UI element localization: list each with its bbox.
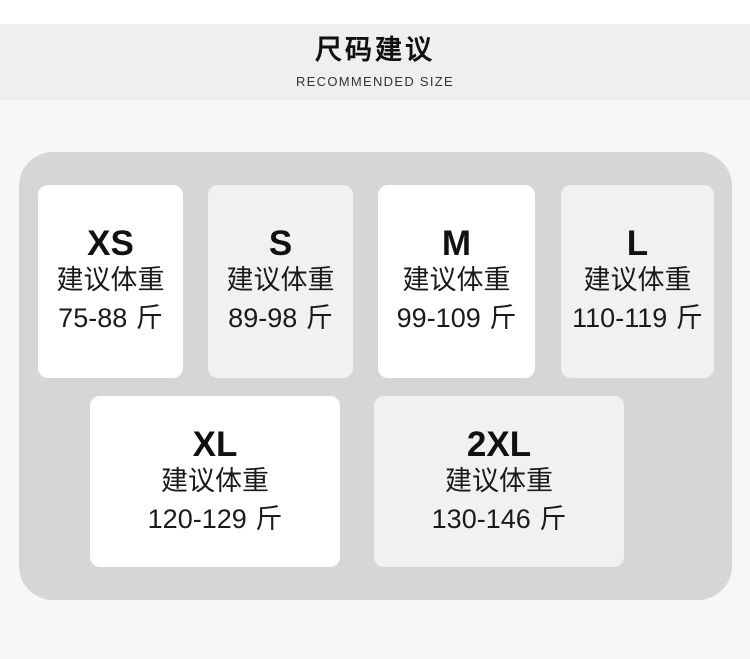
header-band [0, 24, 750, 100]
size-card-xl: XL 建议体重 120-129 斤 [90, 396, 340, 567]
weight-caption: 建议体重 [583, 265, 692, 296]
weight-range-value: 75-88 [58, 303, 128, 333]
weight-unit: 斤 [489, 303, 517, 334]
weight-range: 99-109 斤 [378, 299, 535, 338]
weight-caption: 建议体重 [402, 265, 511, 296]
weight-range: 75-88 斤 [38, 299, 183, 338]
size-card-s: S 建议体重 89-98 斤 [208, 185, 353, 378]
weight-unit: 斤 [135, 303, 163, 334]
page-subtitle: RECOMMENDED SIZE [295, 74, 455, 89]
weight-range: 110-119 斤 [561, 299, 714, 338]
size-label: S [268, 224, 293, 263]
weight-caption: 建议体重 [445, 466, 553, 497]
weight-caption: 建议体重 [56, 265, 165, 296]
size-label: XS [87, 224, 134, 263]
size-label: 2XL [466, 425, 532, 464]
weight-range-value: 89-98 [228, 303, 298, 333]
size-label: L [626, 224, 649, 263]
size-label: XL [192, 425, 238, 464]
weight-caption: 建议体重 [161, 466, 269, 497]
page-title: 尺码建议 [315, 35, 435, 66]
weight-caption: 建议体重 [226, 265, 335, 296]
weight-range-value: 120-129 [147, 504, 247, 534]
size-card-xs: XS 建议体重 75-88 斤 [38, 185, 183, 378]
weight-unit: 斤 [675, 303, 703, 334]
weight-unit: 斤 [305, 303, 333, 334]
size-label: M [441, 224, 472, 263]
weight-unit: 斤 [539, 504, 567, 535]
weight-range-value: 130-146 [431, 504, 531, 534]
size-card-m: M 建议体重 99-109 斤 [378, 185, 535, 378]
size-card-l: L 建议体重 110-119 斤 [561, 185, 714, 378]
size-card-2xl: 2XL 建议体重 130-146 斤 [374, 396, 624, 567]
weight-range: 120-129 斤 [90, 500, 340, 539]
weight-range-value: 110-119 [572, 303, 668, 333]
weight-range: 130-146 斤 [374, 500, 624, 539]
weight-range: 89-98 斤 [208, 299, 353, 338]
weight-range-value: 99-109 [396, 303, 481, 333]
weight-unit: 斤 [255, 504, 283, 535]
